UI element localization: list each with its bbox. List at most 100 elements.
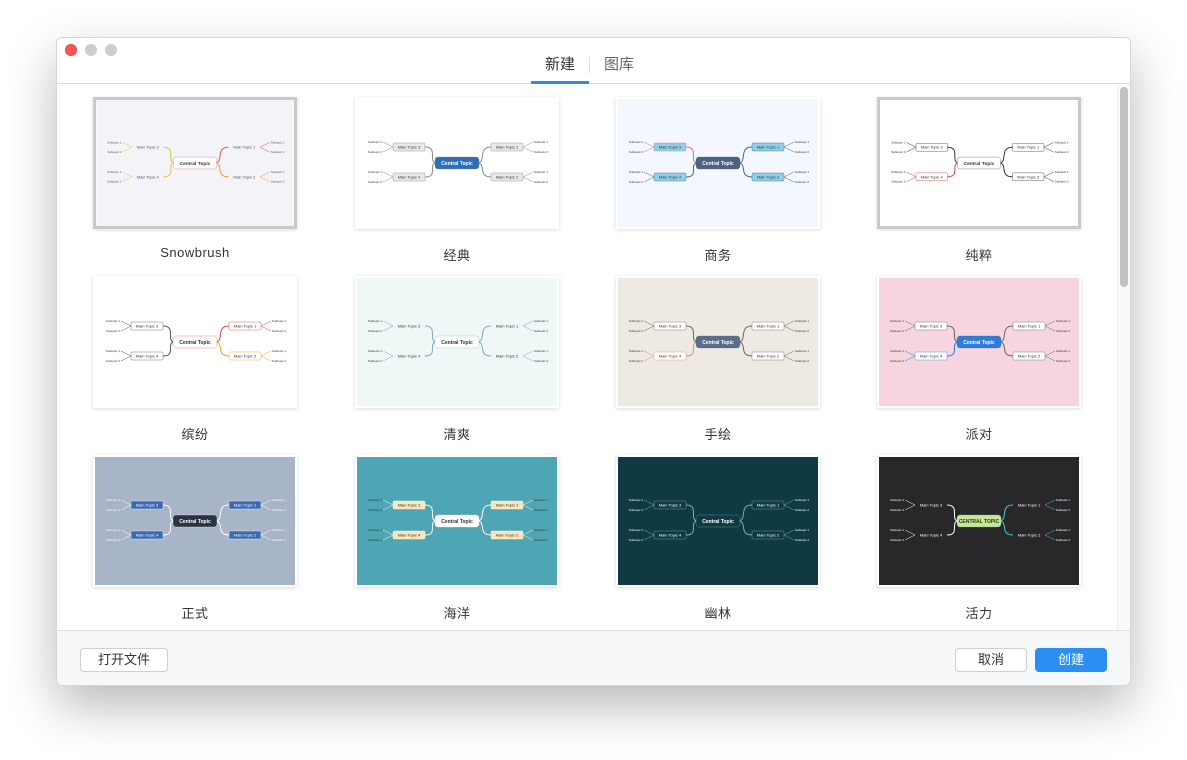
tab-new[interactable]: 新建 [531, 55, 590, 84]
main-topic-label: Main Topic 4 [398, 354, 421, 359]
subtopic-label: Subtopic 2 [534, 538, 549, 542]
subtopic-label: Subtopic 1 [795, 140, 810, 144]
subtopic-label: Subtopic 1 [891, 140, 905, 144]
maximize-button[interactable] [105, 44, 117, 56]
sub-branch-line [783, 355, 795, 362]
scrollbar-track[interactable] [1117, 85, 1130, 630]
template-name: 活力 [965, 606, 993, 621]
sub-branch-line [1043, 147, 1054, 153]
subtopic-label: Subtopic 1 [629, 528, 644, 532]
sub-branch-line [1044, 350, 1056, 357]
tab-gallery[interactable]: 图库 [604, 56, 635, 73]
main-topic-label: Main Topic 3 [136, 503, 159, 508]
template-name: 手绘 [704, 427, 732, 442]
subtopic-label: Subtopic 1 [1056, 498, 1071, 502]
sub-branch-line [904, 504, 916, 511]
main-topic-label: Main Topic 4 [920, 533, 943, 538]
create-button[interactable]: 创建 [1035, 648, 1107, 672]
sub-branch-line [522, 350, 534, 357]
template-thumbnail[interactable]: Main Topic 1 Subtopic 1 Subtopic 2 Main Top… [355, 276, 559, 408]
central-topic-label: Central Topic [702, 161, 734, 167]
sub-branch-line [382, 320, 394, 327]
subtopic-label: Subtopic 1 [534, 140, 549, 144]
central-topic-node [957, 156, 1001, 170]
sub-branch-line [643, 504, 655, 511]
main-topic-label: Main Topic 1 [234, 503, 257, 508]
subtopic-label: Subtopic 2 [106, 508, 121, 512]
main-topic-label: Main Topic 2 [1018, 354, 1041, 359]
central-topic-label: Central Topic [441, 340, 473, 346]
main-topic-label: Main Topic 1 [496, 324, 519, 329]
template-name: 缤纷 [181, 427, 209, 442]
central-topic-node [434, 514, 480, 528]
cancel-button[interactable]: 取消 [955, 648, 1027, 672]
subtopic-label: Subtopic 1 [1055, 140, 1069, 144]
sub-branch-line [1044, 504, 1056, 511]
sub-branch-line [259, 142, 270, 148]
main-topic-label: Main Topic 2 [234, 354, 257, 359]
subtopic-label: Subtopic 1 [368, 528, 383, 532]
main-topic-label: Main Topic 2 [234, 533, 257, 538]
sub-branch-line [522, 176, 534, 183]
subtopic-label: Subtopic 2 [629, 150, 644, 154]
subtopic-label: Subtopic 2 [368, 359, 383, 363]
sub-branch-line [783, 350, 795, 357]
subtopic-label: Subtopic 1 [890, 498, 905, 502]
main-topic-label: Main Topic 4 [137, 174, 160, 179]
subtopic-label: Subtopic 1 [368, 349, 383, 353]
subtopic-label: Subtopic 2 [795, 538, 810, 542]
template-card[interactable]: Main Topic 1 Subtopic 1 Subtopic 2 Main Top… [355, 276, 559, 443]
sub-branch-line [643, 176, 655, 183]
subtopic-label: Subtopic 1 [891, 170, 905, 174]
template-name: 幽林 [704, 606, 732, 621]
template-name: 纯粹 [965, 248, 993, 263]
minimize-button[interactable] [85, 44, 97, 56]
subtopic-label: Subtopic 1 [629, 498, 644, 502]
subtopic-label: Subtopic 1 [368, 498, 383, 502]
scrollbar-thumb[interactable] [1120, 87, 1128, 287]
subtopic-label: Subtopic 2 [1055, 150, 1069, 154]
main-topic-label: Main Topic 4 [659, 533, 682, 538]
sub-branch-line [1044, 529, 1056, 536]
main-topic-label: Main Topic 4 [920, 354, 943, 359]
sub-branch-line [260, 350, 272, 357]
subtopic-label: Subtopic 1 [271, 140, 285, 144]
sub-branch-line [382, 534, 394, 541]
subtopic-label: Subtopic 2 [629, 329, 644, 333]
subtopic-label: Subtopic 2 [629, 180, 644, 184]
main-topic-label: Main Topic 2 [1018, 533, 1041, 538]
subtopic-label: Subtopic 2 [106, 329, 121, 333]
sub-branch-line [260, 534, 272, 541]
close-button[interactable] [65, 44, 77, 56]
open-file-button[interactable]: 打开文件 [80, 648, 168, 672]
central-topic-node [695, 514, 741, 528]
sub-branch-line [522, 504, 534, 511]
main-topic-label: Main Topic 3 [659, 324, 682, 329]
